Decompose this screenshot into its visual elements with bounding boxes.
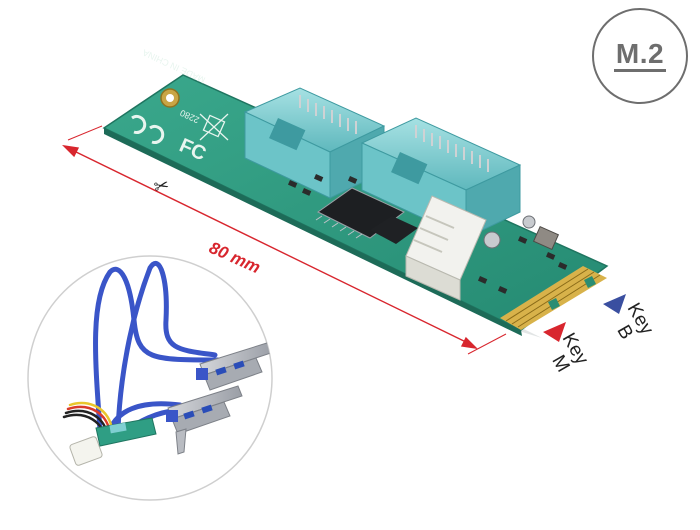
bracket-upper (196, 341, 272, 391)
molex-connector (69, 436, 103, 466)
power-connector (405, 195, 487, 301)
capacitor (483, 231, 501, 249)
regulator-chip (370, 216, 418, 244)
weee-icon (199, 113, 229, 141)
key-b-triangle (603, 294, 626, 314)
ce-mark (131, 114, 165, 144)
gold-fingers (500, 266, 607, 330)
m2-badge-text: M.2 (613, 38, 667, 72)
m2-board: MADE IN CHINA 2280 FC (102, 47, 609, 338)
m2-badge: M.2 (592, 8, 688, 104)
dimension-line (62, 125, 507, 355)
inset-board (95, 417, 157, 447)
inset-circle (27, 255, 273, 501)
key-m-triangle (543, 322, 566, 342)
scissors-icon: ✂ (152, 175, 171, 199)
bracket-lower (166, 385, 243, 455)
board-text-made-in: MADE IN CHINA (141, 47, 207, 85)
inductor (532, 225, 560, 251)
